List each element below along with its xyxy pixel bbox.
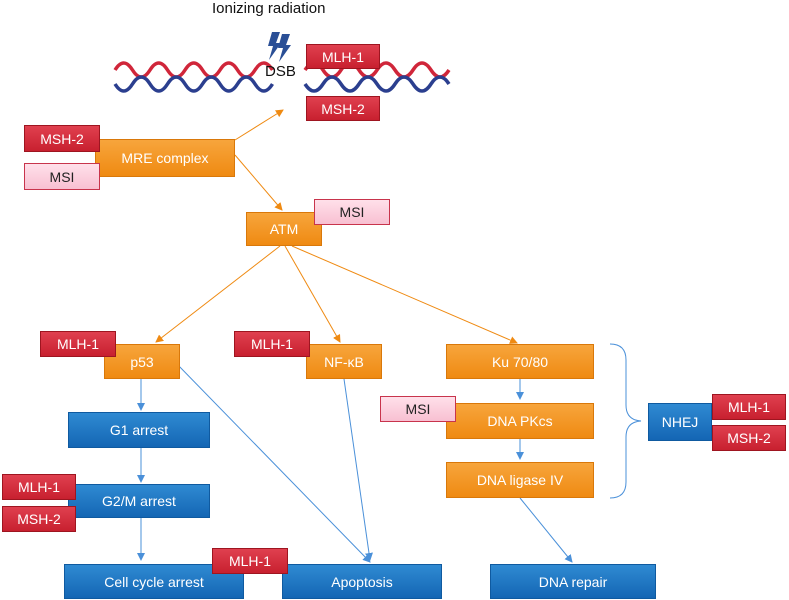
nfkb-node: NF-κB: [306, 344, 382, 379]
mre-msi-marker: MSI: [24, 163, 100, 190]
lightning-bolt-icon: [268, 32, 291, 62]
arrow-mre-to-atm: [234, 154, 283, 211]
atm-node: ATM: [246, 212, 322, 246]
arrow-ligase-to-repair: [519, 497, 573, 563]
g1-arrest-node: G1 arrest: [68, 412, 210, 448]
dsb-msh2-marker: MSH-2: [306, 96, 380, 121]
g2m-arrest-node: G2/M arrest: [68, 484, 210, 518]
dna-repair-node: DNA repair: [490, 564, 656, 599]
ionizing-radiation-title: Ionizing radiation: [212, 0, 326, 17]
nhej-msh2-marker: MSH-2: [712, 425, 786, 451]
arrow-atm-to-p53: [155, 245, 281, 343]
apoptosis-node: Apoptosis: [282, 564, 442, 599]
nfkb-mlh1-marker: MLH-1: [234, 331, 310, 357]
g2m-msh2-marker: MSH-2: [2, 506, 76, 532]
p53-mlh1-marker: MLH-1: [40, 331, 116, 357]
arrow-p53-to-apoptosis: [174, 361, 371, 563]
mre-msh2-marker: MSH-2: [24, 125, 100, 152]
dna-helix-left-icon: [113, 61, 274, 93]
nhej-mlh1-marker: MLH-1: [712, 394, 786, 420]
mre-complex-node: MRE complex: [95, 139, 235, 177]
ku70-80-node: Ku 70/80: [446, 344, 594, 379]
dnapk-msi-marker: MSI: [380, 396, 456, 422]
dna-helix-right-icon: [303, 61, 451, 93]
dsb-label: DSB: [265, 63, 296, 80]
arrest-mlh1-marker: MLH-1: [212, 548, 288, 574]
arrow-atm-to-nfkb: [284, 245, 341, 343]
dna-pkcs-node: DNA PKcs: [446, 403, 594, 439]
arrow-atm-to-ku: [291, 245, 518, 344]
arrow-mre-to-dsb: [234, 109, 284, 141]
p53-node: p53: [104, 344, 180, 379]
atm-msi-marker: MSI: [314, 199, 390, 225]
dsb-mlh1-marker: MLH-1: [306, 44, 380, 69]
arrow-nfkb-to-apoptosis: [343, 378, 373, 561]
dna-ligase-iv-node: DNA ligase IV: [446, 462, 594, 498]
nhej-bracket: [609, 343, 642, 499]
nhej-node: NHEJ: [648, 403, 712, 441]
g2m-mlh1-marker: MLH-1: [2, 474, 76, 500]
